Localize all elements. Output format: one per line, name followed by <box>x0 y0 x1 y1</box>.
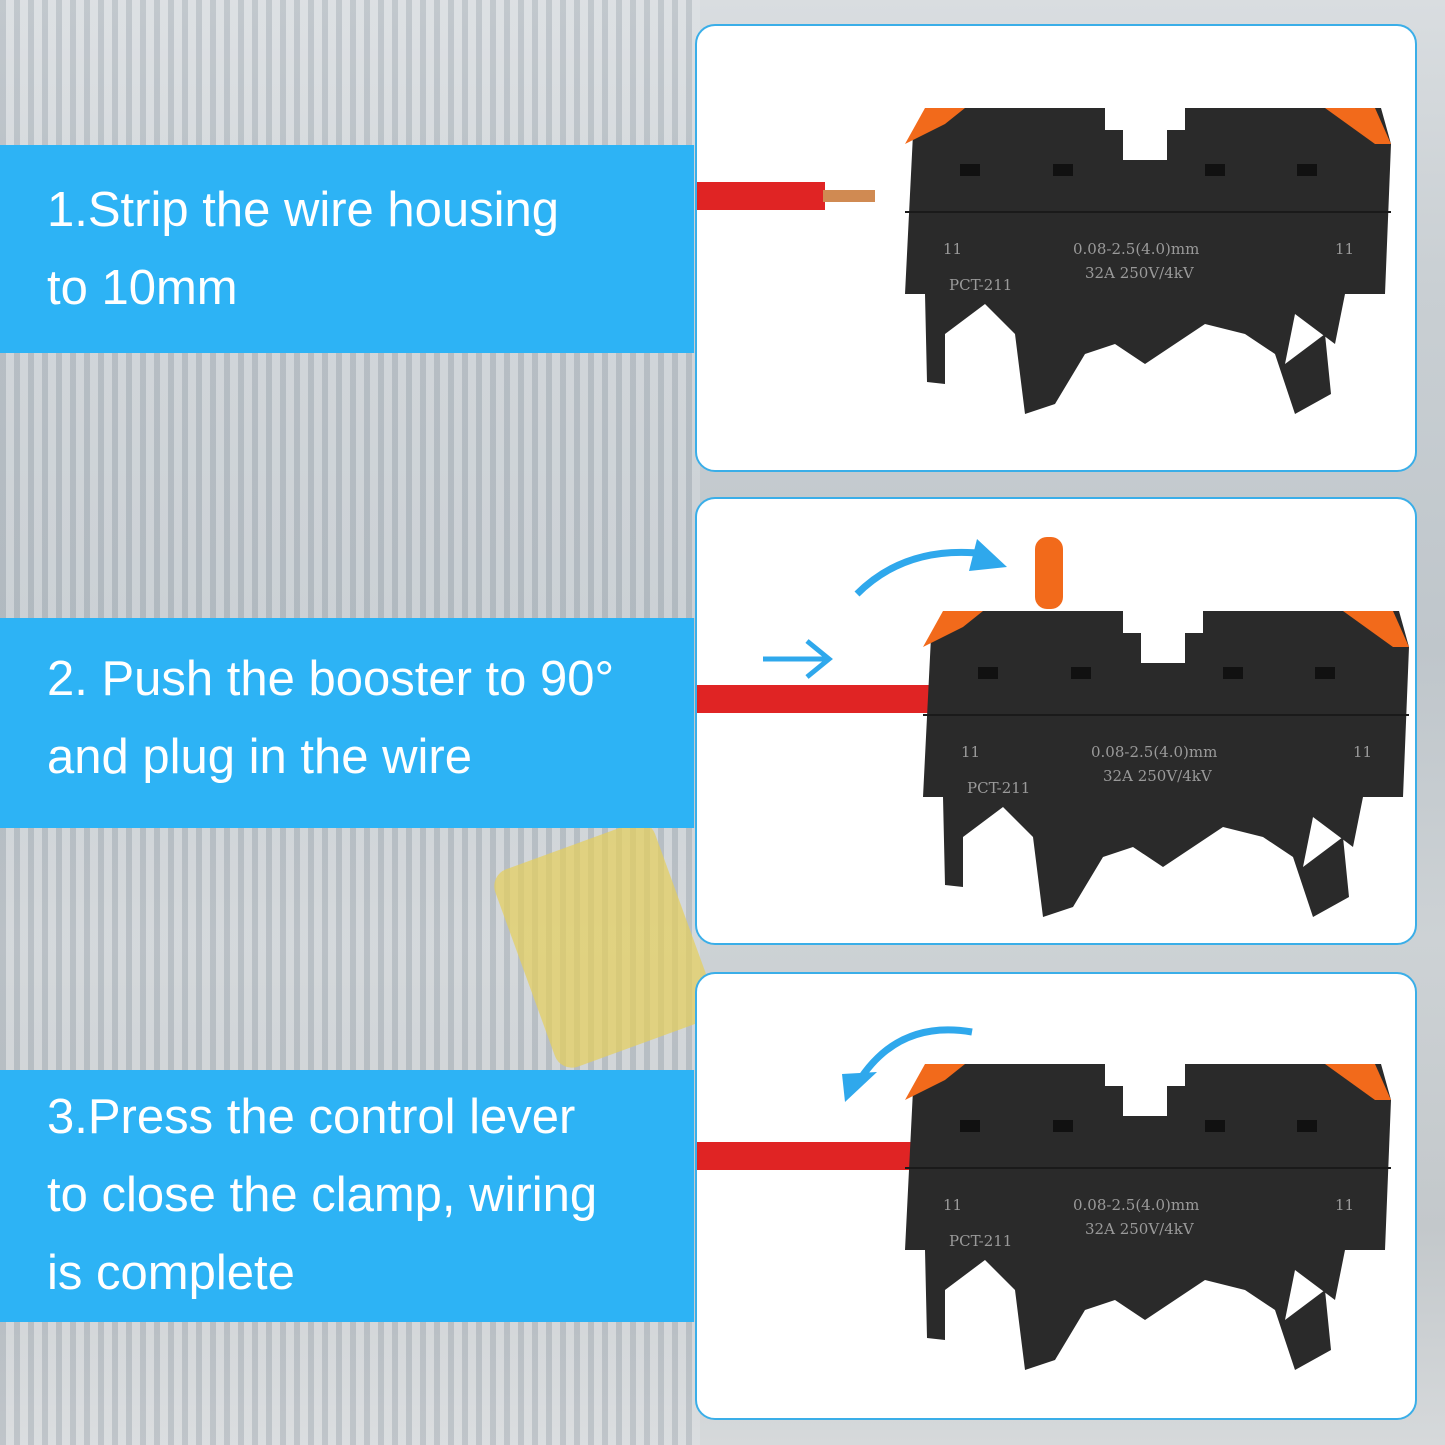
release-slot <box>1205 1120 1225 1132</box>
booster-lever-raised <box>1035 537 1063 609</box>
step-1-card: 11 11 0.08-2.5(4.0)mm 32A 250V/4kV PCT-211 <box>695 24 1417 472</box>
lever-left <box>923 611 983 647</box>
rating-marking: 32A 250V/4kV <box>1085 1220 1195 1238</box>
release-slot <box>1205 164 1225 176</box>
step-2-card: 11 11 0.08-2.5(4.0)mm 32A 250V/4kV PCT-211 <box>695 497 1417 945</box>
terminal-connector: 11 11 0.08-2.5(4.0)mm 32A 250V/4kV PCT-211 <box>923 611 1409 917</box>
lever-right <box>1343 611 1409 647</box>
release-slot <box>1223 667 1243 679</box>
pitch-right: 11 <box>1335 240 1354 258</box>
release-slot <box>978 667 998 679</box>
push-arrow-icon <box>763 639 833 679</box>
step-1-band: 1.Strip the wire housing to 10mm <box>0 145 694 353</box>
pitch-left: 11 <box>943 1196 962 1214</box>
model-marking: PCT-211 <box>949 276 1012 294</box>
background-photo-bottom <box>0 1322 700 1445</box>
release-slot <box>1297 1120 1317 1132</box>
step-3-line-2: to close the clamp, wiring <box>47 1168 598 1222</box>
background-photo-top <box>0 0 700 145</box>
spec-marking: 0.08-2.5(4.0)mm <box>1073 240 1199 258</box>
connector-body <box>905 108 1391 414</box>
step-3-line-1: 3.Press the control lever <box>47 1090 576 1144</box>
arrow-head <box>842 1072 877 1102</box>
release-slot <box>1315 667 1335 679</box>
release-slot <box>1053 1120 1073 1132</box>
release-slot <box>1071 667 1091 679</box>
release-slot <box>960 164 980 176</box>
lever-left <box>905 108 965 144</box>
connector-illustration: 11 11 0.08-2.5(4.0)mm 32A 250V/4kV PCT-211 <box>697 537 1409 917</box>
rotate-arrow-icon <box>854 548 988 597</box>
spec-marking: 0.08-2.5(4.0)mm <box>1073 1196 1199 1214</box>
lever-right <box>1325 1064 1391 1100</box>
step-2-band: 2. Push the booster to 90° and plug in t… <box>0 618 694 828</box>
stripped-copper-end <box>823 190 875 202</box>
pitch-left: 11 <box>943 240 962 258</box>
connector-body <box>923 611 1409 917</box>
connector-body <box>905 1064 1391 1370</box>
wire-red <box>697 182 825 210</box>
connector-illustration: 11 11 0.08-2.5(4.0)mm 32A 250V/4kV PCT-211 <box>697 108 1391 414</box>
spec-marking: 0.08-2.5(4.0)mm <box>1091 743 1217 761</box>
step-2-line-1: 2. Push the booster to 90° <box>47 652 615 706</box>
step-3-line-3: is complete <box>47 1246 295 1300</box>
release-slot <box>1053 164 1073 176</box>
step-1-line-2: to 10mm <box>47 261 238 315</box>
terminal-connector: 11 11 0.08-2.5(4.0)mm 32A 250V/4kV PCT-211 <box>905 108 1391 414</box>
terminal-connector: 11 11 0.08-2.5(4.0)mm 32A 250V/4kV PCT-211 <box>905 1064 1391 1370</box>
step-3-card: 11 11 0.08-2.5(4.0)mm 32A 250V/4kV PCT-211 <box>695 972 1417 1420</box>
pitch-right: 11 <box>1335 1196 1354 1214</box>
step-2-line-2: and plug in the wire <box>47 730 472 784</box>
pitch-left: 11 <box>961 743 980 761</box>
wire-red <box>697 685 929 713</box>
arrow-head <box>969 539 1007 571</box>
close-arrow-icon <box>854 1026 973 1086</box>
model-marking: PCT-211 <box>967 779 1030 797</box>
release-slot <box>960 1120 980 1132</box>
background-photo-terminals <box>0 353 700 618</box>
wire-red <box>697 1142 917 1170</box>
connector-illustration: 11 11 0.08-2.5(4.0)mm 32A 250V/4kV PCT-211 <box>697 1026 1391 1370</box>
step-1-line-1: 1.Strip the wire housing <box>47 183 560 237</box>
pitch-right: 11 <box>1353 743 1372 761</box>
lever-right <box>1325 108 1391 144</box>
model-marking: PCT-211 <box>949 1232 1012 1250</box>
release-slot <box>1297 164 1317 176</box>
rating-marking: 32A 250V/4kV <box>1103 767 1213 785</box>
rating-marking: 32A 250V/4kV <box>1085 264 1195 282</box>
lever-left <box>905 1064 965 1100</box>
step-3-band: 3.Press the control lever to close the c… <box>0 1070 694 1322</box>
